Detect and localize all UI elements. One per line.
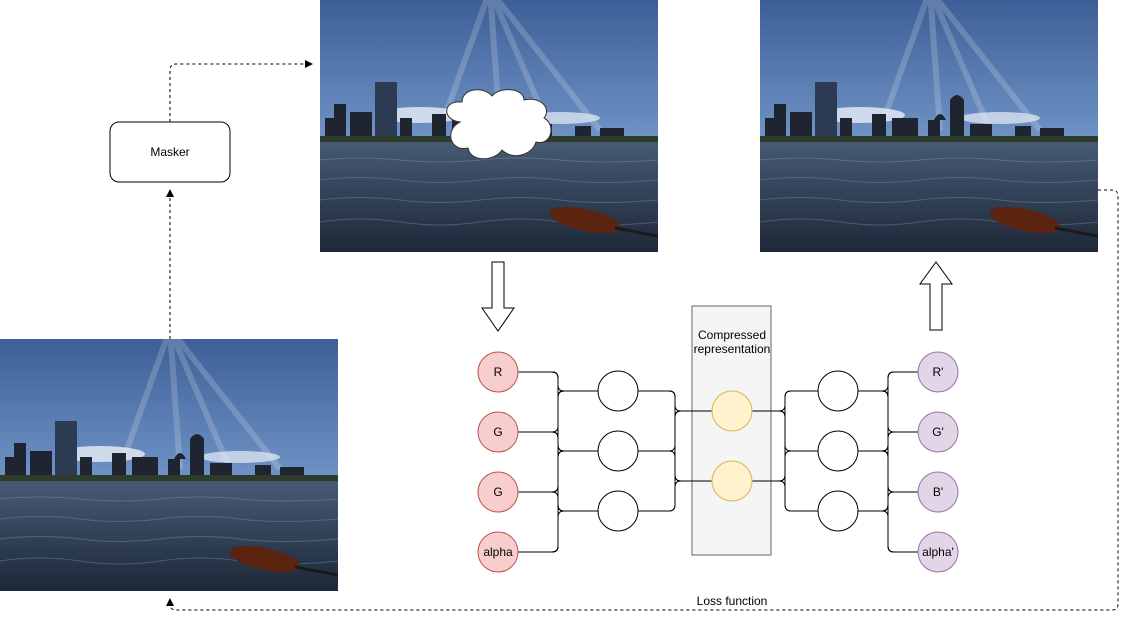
connection-line [518, 510, 598, 553]
latent-node-0 [711, 390, 753, 432]
output-node-3 [917, 531, 959, 573]
output-node-0-label: R' [933, 365, 944, 379]
cloud-mask-icon [446, 89, 552, 160]
masker-label: Masker [150, 145, 189, 159]
decoder-hidden-node-0 [817, 370, 859, 412]
output-node-1 [917, 411, 959, 453]
connection-line [752, 480, 818, 512]
loss-function-arrow [166, 189, 1119, 611]
decoder-hidden-node-2 [817, 490, 859, 532]
output-node-3-label: alpha' [922, 545, 954, 559]
input-node-0 [477, 351, 519, 393]
masker-to-masked-arrow [169, 60, 313, 122]
compressed-label-line2: representation [694, 342, 771, 356]
connection-line [858, 510, 918, 553]
input-node-1 [477, 411, 519, 453]
encoder-hidden-node-0 [597, 370, 639, 412]
connection-line [858, 491, 918, 512]
input-node-2 [477, 471, 519, 513]
connection-line [638, 480, 712, 512]
input-node-3-label: alpha [483, 545, 513, 559]
input-node-3 [477, 531, 519, 573]
network-connections [518, 371, 918, 553]
encoder-hidden-node-2 [597, 490, 639, 532]
decoder-hidden-node-1 [817, 430, 859, 472]
reconstructed-photo [760, 0, 1098, 252]
input-node-2-label: G [493, 485, 502, 499]
output-node-0 [917, 351, 959, 393]
output-node-1-label: G' [932, 425, 944, 439]
input-node-1-label: G [493, 425, 502, 439]
latent-node-1 [711, 460, 753, 502]
original-photo [0, 329, 338, 591]
connection-line [752, 450, 818, 482]
down-arrow-icon [481, 261, 515, 332]
encoder-hidden-node-1 [597, 430, 639, 472]
output-node-2 [917, 471, 959, 513]
loss-function-label: Loss function [697, 594, 768, 608]
compressed-label-line1: Compressed [698, 328, 766, 342]
output-node-2-label: B' [933, 485, 943, 499]
input-node-0-label: R [494, 365, 503, 379]
up-arrow-icon [919, 261, 953, 331]
